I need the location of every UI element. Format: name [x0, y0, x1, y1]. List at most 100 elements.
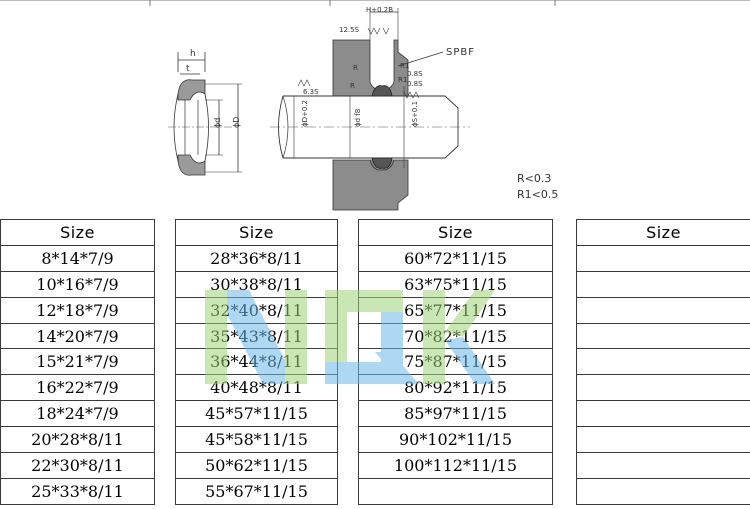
table-row: 14*20*7/9 35*43*8/11 70*82*11/15	[0, 322, 750, 350]
table-row: 10*16*7/9 30*38*8/11 63*75*11/15	[0, 270, 750, 298]
column-gap	[154, 297, 176, 324]
size-cell: 28*36*8/11	[175, 244, 338, 272]
dim-h: h	[190, 49, 196, 59]
dim-6-3S: 6.3S	[303, 88, 319, 96]
size-cell: 65*77*11/15	[358, 296, 553, 324]
column-gap	[154, 400, 176, 427]
table-row: 22*30*8/11 50*62*11/15 100*112*11/15	[0, 452, 750, 479]
size-cell: 22*30*8/11	[0, 452, 155, 479]
column-gap	[552, 297, 577, 324]
note-r1: R1<0.5	[517, 188, 558, 201]
column-gap	[552, 374, 577, 401]
size-cell	[576, 477, 750, 505]
column-gap	[552, 245, 577, 272]
column-gap	[337, 400, 359, 427]
column-gap	[154, 452, 176, 479]
column-gap	[552, 271, 577, 298]
dim-12-5S: 12.5S	[339, 26, 360, 34]
table-row: 16*22*7/9 40*48*8/11 80*92*11/15	[0, 374, 750, 402]
size-cell: 25*33*8/11	[0, 477, 155, 505]
dim-phi-d: ϕd	[213, 118, 222, 128]
size-cell: 32*40*8/11	[175, 296, 338, 324]
size-cell: 55*67*11/15	[175, 477, 338, 505]
column-gap	[154, 478, 176, 505]
size-cell: 14*20*7/9	[0, 322, 155, 350]
size-cell: 30*38*8/11	[175, 270, 338, 298]
dim-phi-D: ϕD	[232, 117, 241, 128]
size-cell: 15*21*7/9	[0, 348, 155, 376]
size-cell	[576, 374, 750, 402]
table-row: 18*24*7/9 45*57*11/15 85*97*11/15	[0, 400, 750, 428]
column-gap	[337, 426, 359, 453]
size-cell: 50*62*11/15	[175, 452, 338, 479]
table-row: 15*21*7/9 36*44*8/11 75*87*11/15	[0, 348, 750, 376]
size-cell	[576, 322, 750, 350]
column-gap	[552, 478, 577, 505]
size-cell: 63*75*11/15	[358, 270, 553, 298]
size-cell: 70*82*11/15	[358, 322, 553, 350]
column-gap	[154, 426, 176, 453]
dim-phi-d-f8: ϕd f8	[354, 109, 362, 127]
size-cell: 12*18*7/9	[0, 296, 155, 324]
size-cell: 16*22*7/9	[0, 374, 155, 402]
size-table-body: 8*14*7/9 28*36*8/11 60*72*11/15 10*16*7/9 30…	[0, 244, 750, 505]
column-gap	[154, 271, 176, 298]
column-gap	[154, 374, 176, 401]
column-gap	[337, 297, 359, 324]
column-gap	[154, 245, 176, 272]
column-gap	[337, 452, 359, 479]
dim-0-8S-b: 0.8S	[407, 80, 423, 88]
column-gap	[337, 219, 359, 246]
installation-view: H+0.2B 12.5S 6.3S R R R1 R1 0.8S 0.8S SP…	[270, 6, 558, 211]
size-cell	[576, 270, 750, 298]
size-cell	[576, 400, 750, 428]
dim-t: t	[186, 64, 190, 74]
size-cell: 100*112*11/15	[358, 452, 553, 479]
size-cell: 10*16*7/9	[0, 270, 155, 298]
column-gap	[337, 478, 359, 505]
dim-r1-lower: R1	[398, 76, 407, 84]
column-gap	[337, 323, 359, 349]
column-gap	[337, 245, 359, 272]
table-row: 25*33*8/11 55*67*11/15	[0, 477, 750, 505]
table-header-row: Size Size Size Size	[0, 219, 750, 246]
dim-H: H+0.2B	[366, 6, 393, 14]
size-cell	[576, 452, 750, 479]
column-gap	[552, 348, 577, 375]
header-size-4: Size	[576, 219, 750, 246]
column-gap	[552, 452, 577, 479]
size-cell: 60*72*11/15	[358, 244, 553, 272]
column-gap	[337, 374, 359, 401]
dim-r-upper: R	[353, 64, 358, 72]
size-cell: 85*97*11/15	[358, 400, 553, 428]
header-size-2: Size	[175, 219, 338, 246]
size-cell: 35*43*8/11	[175, 322, 338, 350]
dim-r-lower: R	[350, 82, 355, 90]
column-gap	[552, 400, 577, 427]
column-gap	[552, 323, 577, 349]
size-cell: 36*44*8/11	[175, 348, 338, 376]
dim-phi-S: ϕS+0.1	[411, 101, 419, 127]
size-cell: 20*28*8/11	[0, 426, 155, 454]
note-r: R<0.3	[517, 172, 551, 185]
seal-section-view: h t ϕd ϕD	[168, 49, 242, 176]
size-cell: 80*92*11/15	[358, 374, 553, 402]
column-gap	[552, 426, 577, 453]
column-gap	[552, 219, 577, 246]
dim-r1-upper: R1	[400, 62, 409, 70]
size-cell: 45*57*11/15	[175, 400, 338, 428]
size-cell	[576, 296, 750, 324]
size-cell: 18*24*7/9	[0, 400, 155, 428]
size-cell: 8*14*7/9	[0, 244, 155, 272]
column-gap	[337, 271, 359, 298]
size-cell	[576, 244, 750, 272]
column-gap	[154, 323, 176, 349]
size-cell	[358, 477, 553, 505]
size-cell: 75*87*11/15	[358, 348, 553, 376]
size-cell: 90*102*11/15	[358, 426, 553, 454]
size-cell: 40*48*8/11	[175, 374, 338, 402]
table-row: 8*14*7/9 28*36*8/11 60*72*11/15	[0, 244, 750, 272]
table-row: 12*18*7/9 32*40*8/11 65*77*11/15	[0, 296, 750, 324]
size-table: Size Size Size Size 8*14*7/9 28*36*8/11 60…	[0, 219, 750, 505]
